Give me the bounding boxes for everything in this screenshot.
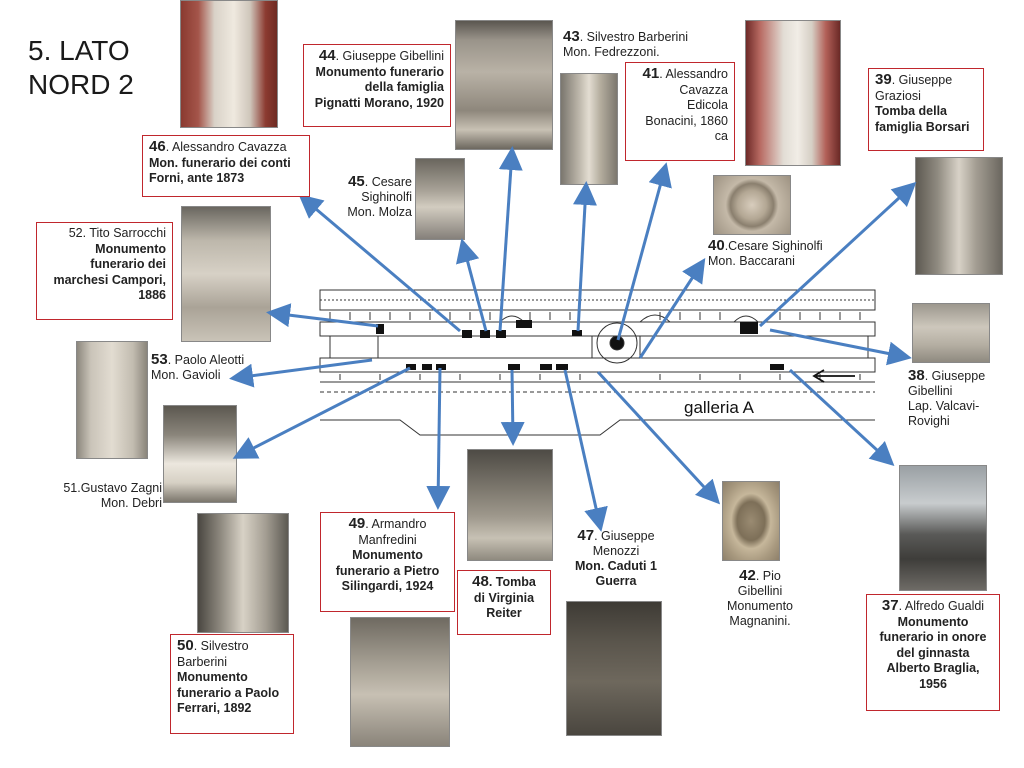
label-42: 42. Pio Gibellini Monumento Magnanini. (726, 567, 793, 628)
label-box-49: 49. Armandro Manfredini Monumento funera… (320, 512, 455, 612)
photo-monument-angel (180, 0, 278, 128)
label-38: 38. Giuseppe Gibellini Lap. Valcavi- Rov… (908, 367, 986, 428)
label-box-46: 46. Alessandro Cavazza Mon. funerario de… (142, 135, 310, 197)
galleria-arrow-icon (812, 369, 855, 383)
photo-monument-48 (467, 449, 553, 561)
label-box-44: 44. Giuseppe Gibellini Monumento funerar… (303, 44, 451, 127)
label-box-41: 41. Alessandro Cavazza Edicola Bonacini,… (625, 62, 735, 161)
floor-plan (319, 289, 876, 436)
photo-monument-49 (350, 617, 450, 747)
label-box-52: 52. Tito Sarrocchi Monumento funerario d… (36, 222, 173, 320)
photo-monument-39 (915, 157, 1003, 275)
photo-monument-45 (415, 158, 465, 240)
label-45: 45. Cesare Sighinolfi Mon. Molza (347, 173, 412, 219)
photo-monument-43 (560, 73, 618, 185)
plan-label: galleria A (684, 398, 754, 417)
photo-monument-52 (181, 206, 271, 342)
tomb-markers (376, 320, 784, 370)
label-box-37: 37. Alfredo Gualdi Monumento funerario i… (866, 594, 1000, 711)
label-box-50: 50. Silvestro Barberini Monumento funera… (170, 634, 294, 734)
label-47: 47. Giuseppe Menozzi Mon. Caduti 1 Guerr… (575, 527, 657, 588)
label-box-39: 39. Giuseppe Graziosi Tomba della famigl… (868, 68, 984, 151)
photo-monument-40 (713, 175, 791, 235)
photo-monument-42 (722, 481, 780, 561)
photo-monument-37 (899, 465, 987, 591)
label-51: 51.Gustavo Zagni Mon. Debri (63, 481, 162, 510)
photo-monument-51 (163, 405, 237, 503)
label-box-48: 48. Tomba di Virginia Reiter (457, 570, 551, 635)
page-title: 5. LATO NORD 2 (28, 35, 134, 100)
pointer-arrows (229, 146, 917, 532)
photo-monument-50 (197, 513, 289, 633)
photo-monument-47 (566, 601, 662, 736)
photo-monument-38 (912, 303, 990, 363)
label-43: 43. Silvestro Barberini Mon. Fedrezzoni. (563, 28, 689, 59)
label-53: 53. Paolo Aleotti Mon. Gavioli (151, 351, 245, 382)
photo-monument-53 (76, 341, 148, 459)
label-40: 40.Cesare Sighinolfi Mon. Baccarani (708, 237, 823, 268)
photo-monument-angel-right (745, 20, 841, 166)
photo-monument-44 (455, 20, 553, 150)
